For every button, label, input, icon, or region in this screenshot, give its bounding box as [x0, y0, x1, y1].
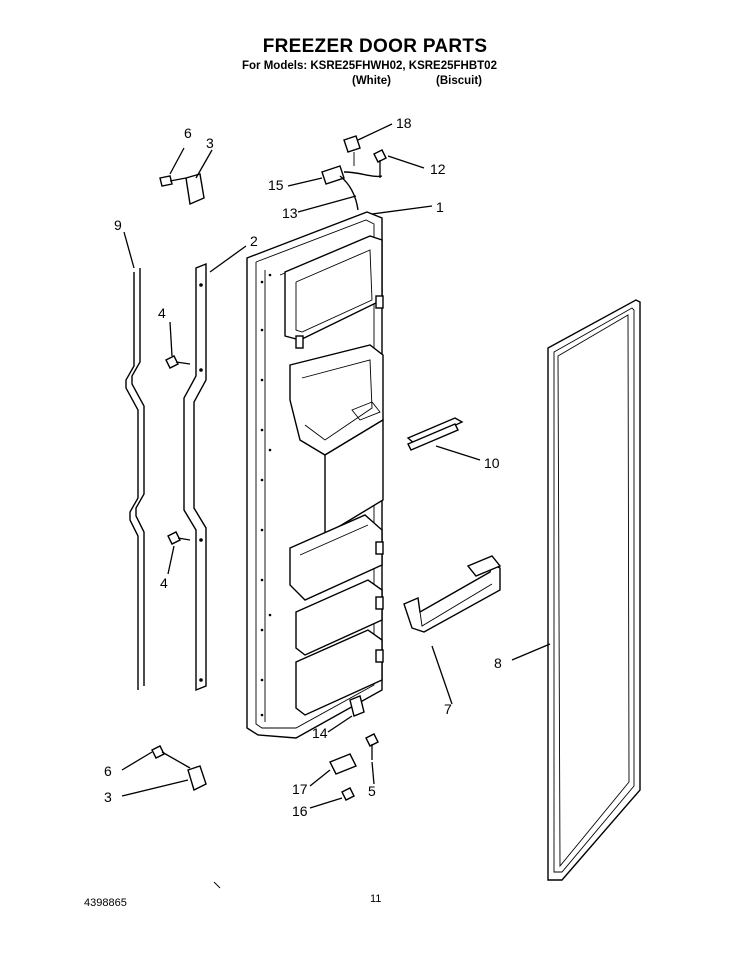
- door-gasket-part: [547, 299, 641, 881]
- callout-17: 17: [292, 781, 308, 797]
- door-panel-part: [246, 211, 384, 739]
- callout-5: 5: [368, 783, 376, 799]
- callout-13: 13: [282, 205, 298, 221]
- callout-14: 14: [312, 725, 328, 741]
- callout-7: 7: [444, 701, 452, 717]
- bottom-cam-part: [329, 753, 357, 775]
- callout-2: 2: [250, 233, 258, 249]
- top-screw-part: [373, 149, 387, 178]
- bottom-hinge-screw-part: [151, 745, 191, 769]
- models-line: For Models: KSRE25FHWH02, KSRE25FHBT02: [242, 60, 497, 72]
- callout-12: 12: [430, 161, 446, 177]
- top-hinge-bracket-part: [185, 173, 205, 205]
- lower-side-screw-part: [167, 531, 191, 545]
- callout-6-top: 6: [184, 125, 192, 141]
- top-hinge-screw-part: [159, 175, 187, 187]
- callout-1: 1: [436, 199, 444, 215]
- document-number: 4398865: [84, 897, 127, 909]
- dispenser-trim-part: [406, 417, 464, 451]
- hinge-bar-part: [183, 262, 207, 692]
- door-bin-part: [403, 555, 502, 633]
- leader-lines: [121, 123, 551, 809]
- door-edge-holes: [260, 273, 272, 717]
- variant-white-label: (White): [352, 75, 391, 87]
- callout-3-bottom: 3: [104, 789, 112, 805]
- bottom-hinge-bracket-part: [187, 765, 207, 791]
- side-screw-part: [365, 733, 379, 760]
- upper-side-screw-part: [165, 355, 191, 369]
- page-number: 11: [370, 893, 382, 905]
- callout-15: 15: [268, 177, 284, 193]
- variant-biscuit-label: (Biscuit): [436, 75, 482, 87]
- page-title: FREEZER DOOR PARTS: [262, 36, 488, 57]
- callout-6-bottom: 6: [104, 763, 112, 779]
- top-plug-part: [343, 135, 361, 166]
- bottom-screw-part: [341, 787, 355, 801]
- callout-10: 10: [484, 455, 500, 471]
- callout-labels: 6 3 9 2 4 4 6 3 18 12 15 13 1 10 7 8 14 …: [104, 115, 502, 819]
- hinge-seal-part: [125, 268, 145, 690]
- wire-harness-part: [321, 165, 383, 211]
- callout-18: 18: [396, 115, 412, 131]
- callout-3-top: 3: [206, 135, 214, 151]
- callout-16: 16: [292, 803, 308, 819]
- callout-8: 8: [494, 655, 502, 671]
- callout-9: 9: [114, 217, 122, 233]
- callout-4-lower: 4: [160, 575, 168, 591]
- footer-tick-mark: [213, 881, 221, 889]
- callout-4-upper: 4: [158, 305, 166, 321]
- bottom-plug-part: [349, 695, 365, 717]
